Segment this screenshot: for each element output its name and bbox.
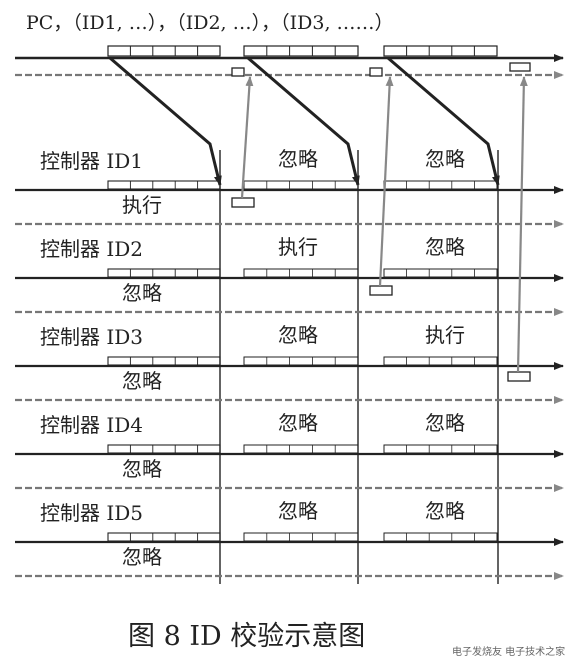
pc-response-box-3 <box>509 62 531 72</box>
action-id4-col3: 忽略 <box>425 411 465 435</box>
execute-response-box-2 <box>369 285 393 296</box>
action-id4-col2: 忽略 <box>278 411 318 435</box>
return-arrow-2 <box>378 76 394 287</box>
pc-frame-1 <box>107 45 221 57</box>
execute-response-box-1 <box>231 197 255 208</box>
pc-response-box-1 <box>231 67 245 77</box>
transfer-arrows <box>109 56 528 373</box>
controller-label-id3: 控制器 ID3 <box>40 325 143 349</box>
watermark-text: 电子发烧友 电子技术之家 <box>452 645 565 658</box>
controller-4-frame-col3 <box>383 444 498 454</box>
controller-label-id2: 控制器 ID2 <box>40 237 143 261</box>
pc-frame-3 <box>383 45 498 57</box>
controller-3-frame <box>107 356 221 366</box>
controller-label-id1: 控制器 ID1 <box>40 149 143 173</box>
action-id2-col2: 执行 <box>278 235 318 259</box>
pc-response-box-2 <box>369 67 383 77</box>
action-id1-col1: 执行 <box>122 193 162 217</box>
pc-frame-2 <box>243 45 359 57</box>
controller-5-frame-col2 <box>243 532 359 542</box>
action-id4-col1: 忽略 <box>122 457 162 481</box>
action-id5-col1: 忽略 <box>122 545 162 569</box>
action-id3-col2: 忽略 <box>278 323 318 347</box>
action-id2-col3: 忽略 <box>425 235 465 259</box>
execute-response-box-3 <box>507 371 531 382</box>
action-id5-col3: 忽略 <box>425 499 465 523</box>
controller-labels: 控制器 ID1执行忽略忽略控制器 ID2忽略执行忽略控制器 ID3忽略忽略执行控… <box>40 147 465 569</box>
action-id2-col1: 忽略 <box>122 281 162 305</box>
controller-4-frame-col2 <box>243 444 359 454</box>
controller-1-frame-col2 <box>243 180 359 190</box>
action-id5-col2: 忽略 <box>278 499 318 523</box>
controller-3-frame-col2 <box>243 356 359 366</box>
figure-caption: 图 8 ID 校验示意图 <box>128 621 365 652</box>
action-id1-col3: 忽略 <box>425 147 465 171</box>
action-id3-col3: 执行 <box>425 323 465 347</box>
return-arrow-3 <box>516 76 528 373</box>
broadcast-arrow-2 <box>247 56 360 186</box>
broadcast-arrow-3 <box>387 56 500 186</box>
broadcast-arrow-1 <box>109 56 222 186</box>
return-arrow-1 <box>240 76 254 199</box>
controller-2-frame-col2 <box>243 268 359 278</box>
controller-label-id4: 控制器 ID4 <box>40 413 143 437</box>
controller-4-frame <box>107 444 221 454</box>
controller-2-frame <box>107 268 221 278</box>
controller-5-frame-col3 <box>383 532 498 542</box>
controller-5-frame <box>107 532 221 542</box>
action-id3-col1: 忽略 <box>122 369 162 393</box>
controller-2-frame-col3 <box>383 268 498 278</box>
action-id1-col2: 忽略 <box>278 147 318 171</box>
controller-3-frame-col3 <box>383 356 498 366</box>
pc-header-label: PC，（ID1, …），（ID2, …），（ID3, ……） <box>26 12 394 34</box>
controller-label-id5: 控制器 ID5 <box>40 501 143 525</box>
controller-1-frame-col3 <box>383 180 498 190</box>
controller-1-frame <box>107 180 221 190</box>
